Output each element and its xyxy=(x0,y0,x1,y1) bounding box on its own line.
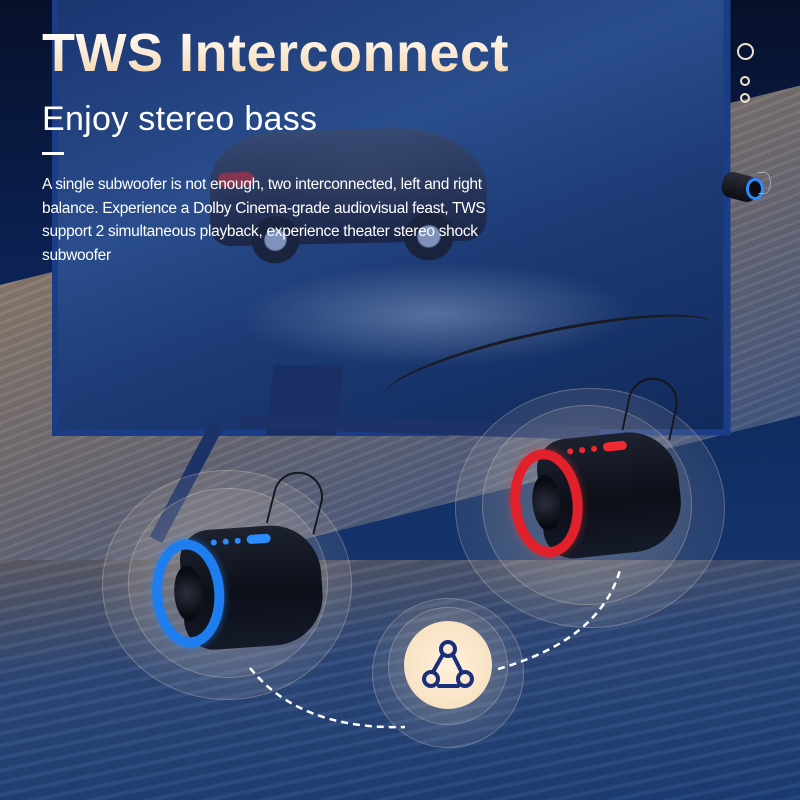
headline-subtitle: Enjoy stereo bass xyxy=(42,100,318,138)
power-button-icon xyxy=(210,538,217,546)
divider-dash xyxy=(42,152,64,155)
volume-button-icon xyxy=(590,445,598,452)
speaker-left-blue xyxy=(148,466,329,654)
dot-icon xyxy=(740,93,750,103)
play-button-icon xyxy=(246,533,271,545)
mode-button-icon xyxy=(578,446,586,453)
mode-button-icon xyxy=(222,537,229,545)
mini-speaker-icon xyxy=(718,169,771,206)
headline-title: TWS Interconnect xyxy=(42,23,510,83)
ring-icon xyxy=(737,43,754,60)
power-button-icon xyxy=(566,447,574,455)
volume-button-icon xyxy=(234,537,241,544)
headline-description: A single subwoofer is not enough, two in… xyxy=(42,176,486,264)
dot-icon xyxy=(740,76,750,86)
tws-link-icon xyxy=(422,640,474,688)
tws-badge xyxy=(404,621,492,709)
speaker-right-red xyxy=(504,372,686,564)
